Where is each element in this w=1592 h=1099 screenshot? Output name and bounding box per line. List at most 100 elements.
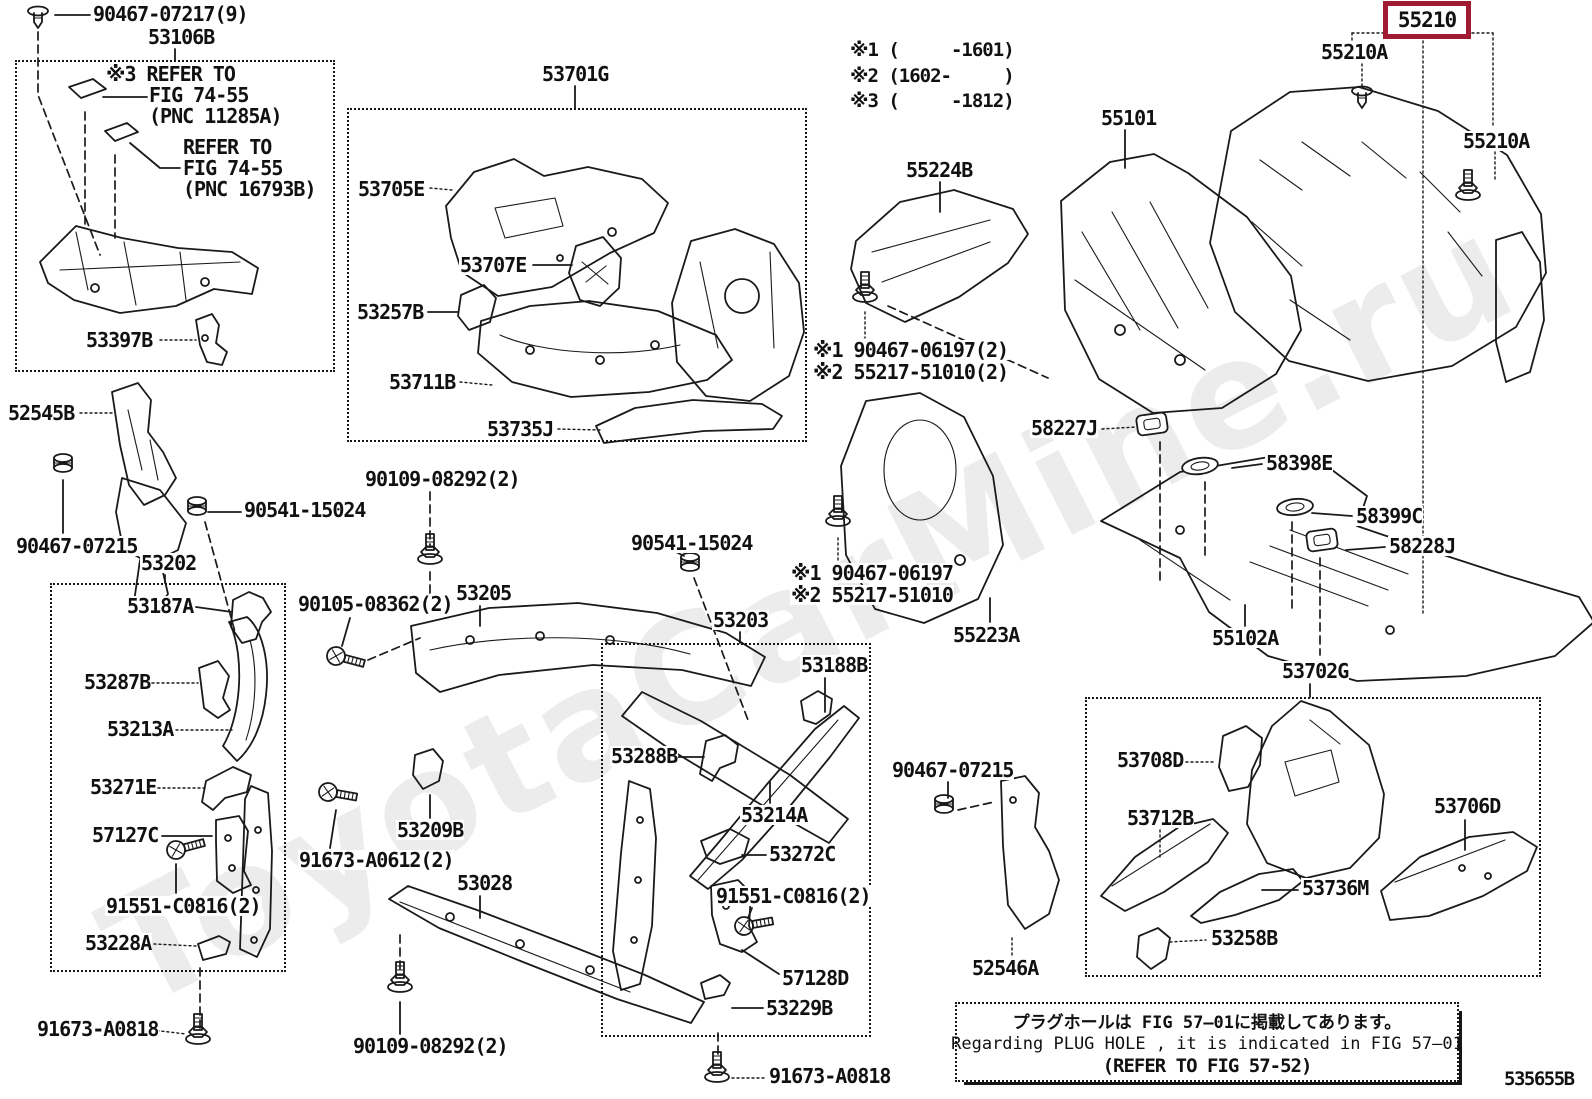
figure-code: 535655B: [1504, 1068, 1575, 1090]
group-box-53106b: [15, 60, 335, 372]
part-drawing-53028-bar: [388, 885, 705, 1024]
part-label: 90109-08292(2): [352, 1034, 509, 1058]
gasket-icon: [1134, 411, 1170, 437]
part-label: 53707E: [459, 253, 527, 277]
part-label: 53711B: [388, 370, 456, 394]
part-label: 53106B: [147, 25, 215, 49]
part-label: 53712B: [1126, 806, 1194, 830]
revision-note: ※3 ( -1812): [850, 89, 1015, 115]
part-label: 90109-08292(2): [364, 467, 521, 491]
part-drawing-52545b: [111, 382, 187, 613]
part-label: 55102A: [1211, 626, 1279, 650]
part-label: 53214A: [740, 803, 808, 827]
part-label: 53706D: [1433, 794, 1501, 818]
part-label: 55224B: [905, 158, 973, 182]
part-label: 53258B: [1210, 926, 1278, 950]
part-label: 90541-15024: [630, 531, 753, 555]
part-label: 53228A: [84, 931, 152, 955]
revision-notes: ※1 ( -1601) ※2 (1602- ) ※3 ( -1812): [850, 38, 1015, 115]
part-label: 53028: [456, 871, 513, 895]
revision-symbol: ※1: [850, 39, 879, 61]
part-label: 57128D: [781, 966, 849, 990]
part-label: 53272C: [768, 842, 836, 866]
part-label: 53735J: [486, 417, 554, 441]
highlighted-part-box: 55210: [1383, 1, 1471, 39]
clip-icon: [27, 5, 49, 29]
part-label: REFER TO: [182, 135, 272, 159]
part-label: 53205: [455, 581, 512, 605]
part-label: ※1 90467-06197: [790, 561, 954, 585]
part-label: 90541-15024: [243, 498, 366, 522]
part-drawing-radiator-support-upper: [39, 78, 259, 366]
part-drawings-53202-group: [197, 591, 273, 961]
plug-hole-note-box: プラグホールは FIG 57—01に掲載してあります。 Regarding PL…: [951, 1002, 1463, 1082]
part-label: 58227J: [1030, 416, 1098, 440]
part-label: ※1 90467-06197(2): [812, 338, 1009, 362]
part-label: 57127C: [91, 823, 159, 847]
grommet-icon: [53, 453, 73, 473]
revision-note: ※2 (1602- ): [850, 64, 1015, 90]
part-label: 53287B: [83, 670, 151, 694]
part-label: 90467-07215: [891, 758, 1014, 782]
part-label: 53397B: [85, 328, 153, 352]
part-label: 53701G: [541, 62, 609, 86]
part-label: 91673-A0818: [36, 1017, 159, 1041]
part-label: 53229B: [765, 996, 833, 1020]
part-label: 53288B: [610, 744, 678, 768]
part-label: 53213A: [106, 717, 174, 741]
bolt-icon: [417, 533, 443, 565]
part-label: 58399C: [1355, 504, 1423, 528]
revision-symbol: ※3: [850, 90, 879, 113]
group-box-53202: [50, 583, 286, 972]
part-label: 52546A: [971, 956, 1039, 980]
part-label: 52545B: [7, 401, 75, 425]
part-label: 55223A: [952, 623, 1020, 647]
part-label: 90467-07217(9): [92, 2, 249, 26]
revision-range: ( -1812): [877, 90, 1014, 113]
part-label: 53708D: [1116, 748, 1184, 772]
part-label: 55101: [1100, 106, 1157, 130]
part-label: 91551-C0816(2): [715, 884, 872, 908]
part-label: 53203: [712, 608, 769, 632]
group-box-53701g: [347, 108, 807, 442]
part-label: 91673-A0612(2): [298, 848, 455, 872]
part-label: 53187A: [126, 594, 194, 618]
part-label: 58228J: [1388, 534, 1456, 558]
part-label: 53202: [140, 551, 197, 575]
part-label: 55210A: [1462, 129, 1530, 153]
part-label: 53271E: [89, 775, 157, 799]
part-label: 53188B: [800, 653, 868, 677]
plug-hole-note-en: Regarding PLUG HOLE , it is indicated in…: [951, 1033, 1463, 1054]
gasket-icon: [1304, 527, 1340, 553]
grommet-icon: [934, 794, 954, 814]
bolt-icon: [387, 961, 413, 993]
highlighted-part-number: 55210: [1397, 8, 1457, 32]
part-label: (PNC 11285A): [148, 104, 283, 128]
gasket-icon: [1275, 496, 1315, 518]
grommet-icon: [187, 496, 207, 516]
part-drawing-55101-dash-panel: [1060, 153, 1302, 414]
part-label: 53705E: [357, 177, 425, 201]
bolt-icon: [324, 644, 368, 674]
part-label: 90105-08362(2): [297, 592, 454, 616]
part-label: 53702G: [1281, 659, 1349, 683]
plug-hole-note-ref: (REFER TO FIG 57-52): [1102, 1054, 1313, 1077]
part-label: 53736M: [1301, 876, 1369, 900]
group-box-53702g: [1085, 697, 1541, 977]
part-label: ※2 55217-51010: [790, 583, 954, 607]
part-label: 91673-A0818: [768, 1064, 891, 1088]
part-label: FIG 74-55: [148, 83, 249, 107]
part-label: 53257B: [356, 300, 424, 324]
revision-range: ( -1601): [877, 39, 1014, 61]
bolt-icon: [852, 271, 878, 303]
part-drawing-52546a-bracket: [1000, 775, 1060, 930]
group-box-53203: [601, 643, 871, 1037]
part-label: 53209B: [396, 818, 464, 842]
revision-note: ※1 ( -1601): [850, 38, 1015, 64]
revision-symbol: ※2: [850, 64, 879, 87]
plug-hole-note-jp: プラグホールは FIG 57—01に掲載してあります。: [1012, 1012, 1402, 1033]
part-label: ※3 REFER TO: [105, 62, 236, 86]
part-label: FIG 74-55: [182, 156, 283, 180]
part-label: ※2 55217-51010(2): [812, 360, 1009, 384]
